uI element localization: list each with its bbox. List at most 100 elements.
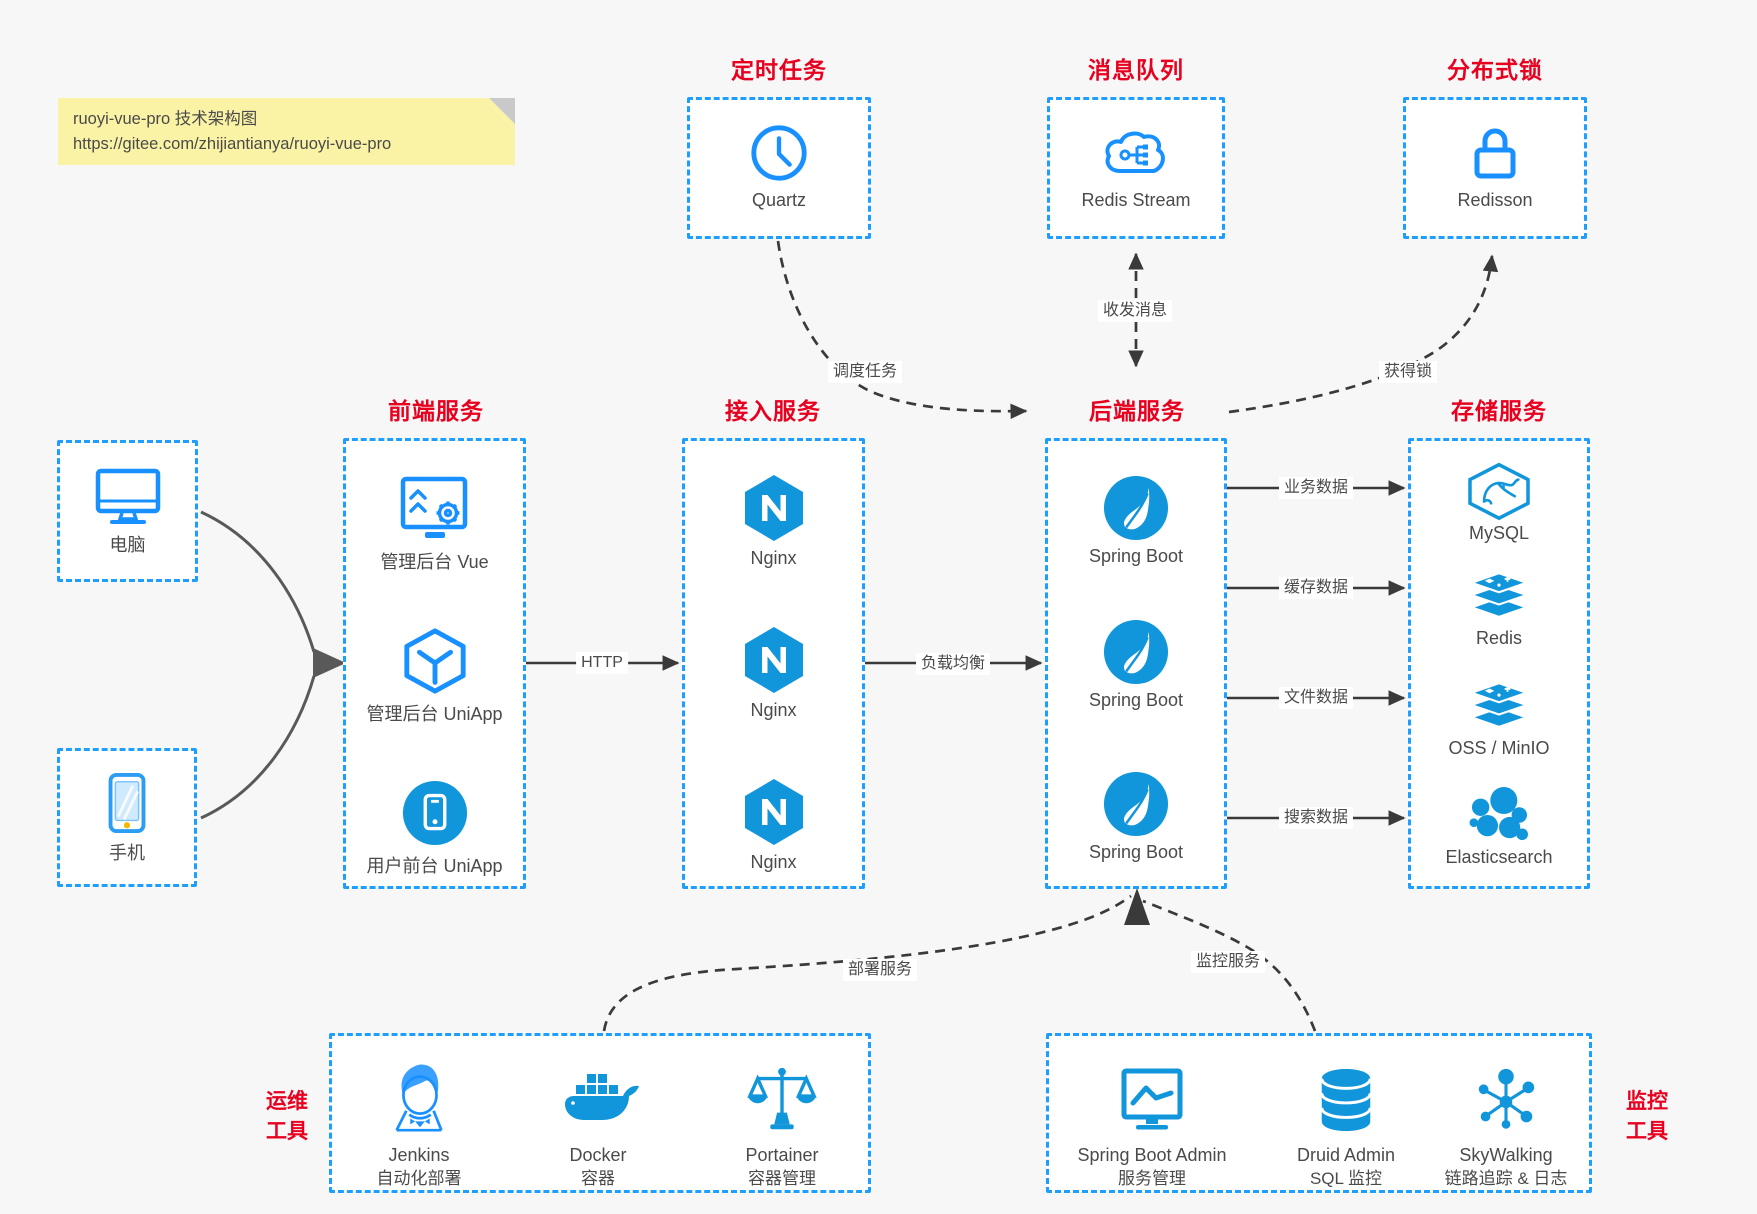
node-pc: 电脑: [60, 467, 195, 557]
group-box-backend: Spring Boot Spring Boot Spring Boot: [1045, 438, 1227, 889]
node-label: Spring Boot Admin: [1077, 1145, 1227, 1165]
node-label: MySQL: [1468, 523, 1529, 543]
group-box-devops: Jenkins 自动化部署 Docker 容器 Portainer 容器管理: [329, 1033, 871, 1193]
node-nginx-3: Nginx: [685, 776, 862, 873]
node-nginx-1: Nginx: [685, 472, 862, 569]
sticky-note: ruoyi-vue-pro 技术架构图 https://gitee.com/zh…: [58, 98, 515, 165]
nginx-icon: [742, 624, 806, 696]
group-box-lock: Redisson: [1403, 97, 1587, 239]
edge-schedule: [776, 240, 1028, 420]
monitor-chart-icon: [1115, 1058, 1189, 1142]
nginx-icon: [742, 776, 806, 848]
node-sublabel: 容器: [581, 1169, 615, 1188]
node-sublabel: SQL 监控: [1309, 1169, 1383, 1188]
node-portainer: Portainer 容器管理: [692, 1058, 872, 1190]
node-label: Redis Stream: [1081, 190, 1191, 210]
edge-label-message: 收发消息: [1097, 300, 1173, 322]
edge-label-search-data: 搜索数据: [1278, 807, 1354, 829]
client-merge-arrowhead: [313, 648, 346, 678]
spring-icon: [1103, 474, 1169, 542]
admin-dashboard-icon: [398, 474, 472, 544]
node-druid-admin: Druid Admin SQL 监控: [1251, 1058, 1441, 1190]
node-label: Druid Admin: [1296, 1145, 1396, 1165]
node-sublabel: 链路追踪 & 日志: [1444, 1169, 1568, 1188]
network-graph-icon: [1470, 1058, 1542, 1142]
edge-label-schedule: 调度任务: [827, 361, 903, 383]
clock-icon: [748, 120, 810, 186]
elasticsearch-icon: [1464, 786, 1534, 843]
node-label: 管理后台 Vue: [380, 552, 489, 572]
node-label: Docker: [569, 1145, 627, 1165]
backend-bottom-arrowhead: [1124, 888, 1150, 925]
cube-icon: [400, 626, 470, 696]
group-box-frontend: 管理后台 Vue 管理后台 UniApp 用户前台 UniApp: [343, 438, 526, 889]
node-jenkins: Jenkins 自动化部署: [329, 1058, 509, 1190]
spring-icon: [1103, 618, 1169, 686]
node-label: Jenkins: [388, 1145, 450, 1165]
node-mobile: 手机: [60, 771, 194, 865]
node-label: Nginx: [750, 548, 797, 568]
database-icon: [1314, 1058, 1378, 1142]
node-quartz: Quartz: [690, 120, 868, 211]
note-title: ruoyi-vue-pro 技术架构图: [73, 110, 258, 128]
group-box-monitor: Spring Boot Admin 服务管理 Druid Admin SQL 监…: [1046, 1033, 1592, 1193]
title-gateway: 接入服务: [725, 398, 821, 424]
node-springboot-2: Spring Boot: [1048, 618, 1224, 711]
docker-whale-icon: [556, 1058, 640, 1142]
node-sublabel: 服务管理: [1118, 1169, 1186, 1188]
node-springboot-1: Spring Boot: [1048, 474, 1224, 567]
mobile-app-icon: [401, 778, 469, 848]
node-label: Redis: [1475, 628, 1523, 648]
group-box-scheduler: Quartz: [687, 97, 871, 239]
node-label: 电脑: [109, 535, 146, 555]
node-label: 用户前台 UniApp: [366, 856, 503, 876]
edge-label-file-data: 文件数据: [1278, 687, 1354, 709]
title-backend: 后端服务: [1089, 398, 1185, 424]
node-label: Spring Boot: [1088, 546, 1184, 566]
node-docker: Docker 容器: [508, 1058, 688, 1190]
scales-icon: [745, 1058, 819, 1142]
title-frontend: 前端服务: [388, 398, 484, 424]
edge-label-load-balance: 负载均衡: [915, 653, 991, 675]
node-label: Elasticsearch: [1445, 847, 1553, 867]
cloud-stream-icon: [1100, 120, 1172, 186]
edge-label-http: HTTP: [576, 652, 628, 674]
edge-lock: [1228, 254, 1499, 414]
title-monitor: 监控 工具: [1626, 1090, 1668, 1143]
node-label: Spring Boot: [1088, 690, 1184, 710]
note-url: https://gitee.com/zhijiantianya/ruoyi-vu…: [73, 135, 392, 153]
node-nginx-2: Nginx: [685, 624, 862, 721]
client-box-pc: 电脑: [57, 440, 198, 582]
node-user-uniapp: 用户前台 UniApp: [346, 778, 523, 878]
node-label: 管理后台 UniApp: [366, 704, 503, 724]
node-label: Quartz: [751, 190, 807, 210]
node-label: Spring Boot: [1088, 842, 1184, 862]
jenkins-icon: [382, 1058, 456, 1142]
lock-icon: [1466, 120, 1524, 186]
node-oss-minio: OSS / MinIO: [1411, 678, 1587, 759]
node-redis: Redis: [1411, 568, 1587, 649]
title-mq: 消息队列: [1088, 57, 1184, 83]
node-sublabel: 容器管理: [748, 1169, 816, 1188]
edge-label-biz-data: 业务数据: [1278, 477, 1354, 499]
node-redisson: Redisson: [1406, 120, 1584, 211]
node-label: Nginx: [750, 852, 797, 872]
node-label: Nginx: [750, 700, 797, 720]
group-box-mq: Redis Stream: [1047, 97, 1225, 239]
group-box-storage: MySQL Redis OSS / MinIO Elasticsearch: [1408, 438, 1590, 889]
group-box-gateway: Nginx Nginx Nginx: [682, 438, 865, 889]
node-mysql: MySQL: [1411, 462, 1587, 544]
node-springboot-admin: Spring Boot Admin 服务管理: [1057, 1058, 1247, 1190]
edge-label-monitor: 监控服务: [1190, 951, 1266, 973]
node-label: 手机: [109, 843, 145, 863]
client-box-mobile: 手机: [57, 748, 197, 887]
title-storage: 存储服务: [1451, 398, 1547, 424]
edge-label-cache-data: 缓存数据: [1278, 577, 1354, 599]
node-admin-vue: 管理后台 Vue: [346, 474, 523, 574]
node-label: OSS / MinIO: [1448, 738, 1550, 758]
spring-icon: [1103, 770, 1169, 838]
node-skywalking: SkyWalking 链路追踪 & 日志: [1411, 1058, 1601, 1190]
edge-label-lock: 获得锁: [1378, 361, 1438, 383]
node-redis-stream: Redis Stream: [1050, 120, 1222, 211]
